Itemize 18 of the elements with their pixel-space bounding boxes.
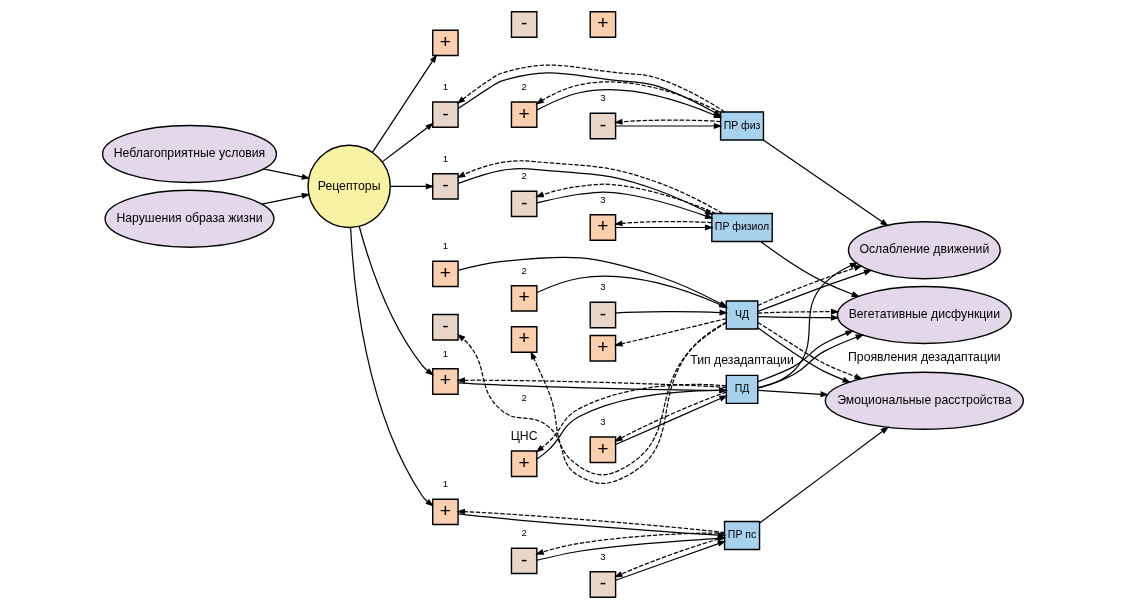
label: 3	[599, 193, 606, 205]
label: 2	[520, 170, 527, 182]
label: 3	[599, 281, 606, 293]
label: 2	[520, 264, 527, 276]
label: 2	[520, 392, 527, 404]
label: 3	[599, 92, 606, 104]
label: 1	[442, 347, 448, 359]
label: 3	[599, 416, 606, 428]
label: 1	[442, 478, 448, 490]
label: 1	[442, 240, 448, 252]
label: 1	[442, 152, 448, 164]
label: ЦНС	[510, 428, 538, 443]
label: 1	[442, 80, 448, 92]
label: 2	[520, 527, 527, 539]
label: 3	[599, 550, 606, 562]
label: 2	[520, 80, 527, 92]
label: Тип дезадаптации	[689, 352, 794, 367]
label: Проявления дезадаптации	[847, 350, 1001, 365]
